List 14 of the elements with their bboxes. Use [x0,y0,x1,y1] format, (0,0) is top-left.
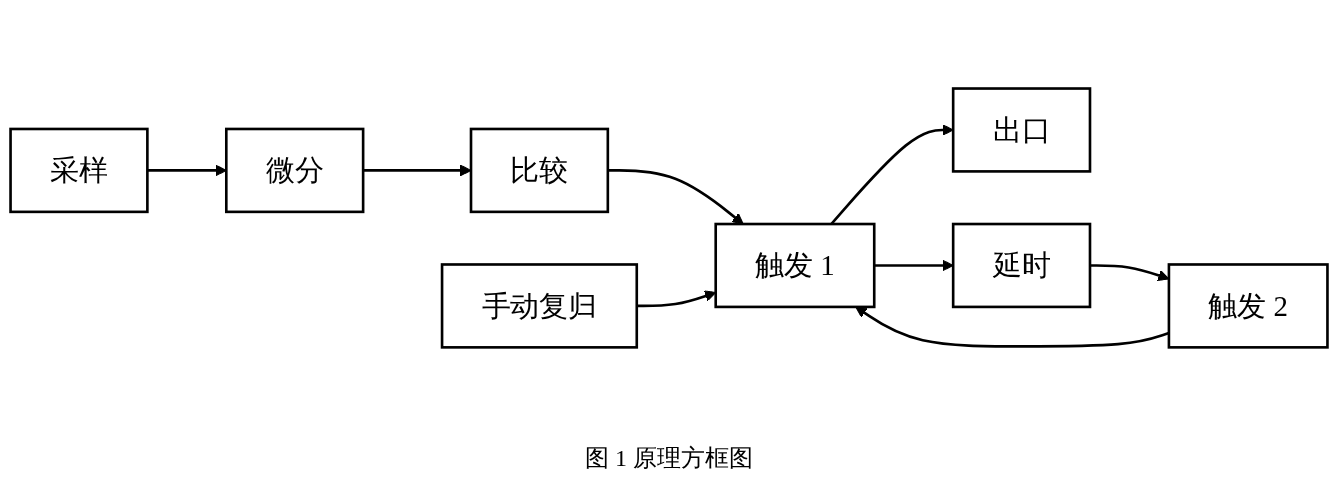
arrow [830,124,954,225]
node-box: 触发 2 [1167,263,1329,349]
arrow [607,169,744,225]
figure-caption: 图 1 原理方框图 [585,444,753,473]
node-box: 出口 [951,87,1092,173]
arrow [363,164,472,177]
node-box: 触发 1 [714,222,876,309]
node-box: 采样 [9,127,149,214]
node-box: 手动复归 [440,263,639,349]
node-box: 延时 [951,222,1092,309]
arrow [147,164,227,177]
node-box: 比较 [469,127,610,214]
node-box: 微分 [225,127,365,214]
arrow [874,259,954,272]
